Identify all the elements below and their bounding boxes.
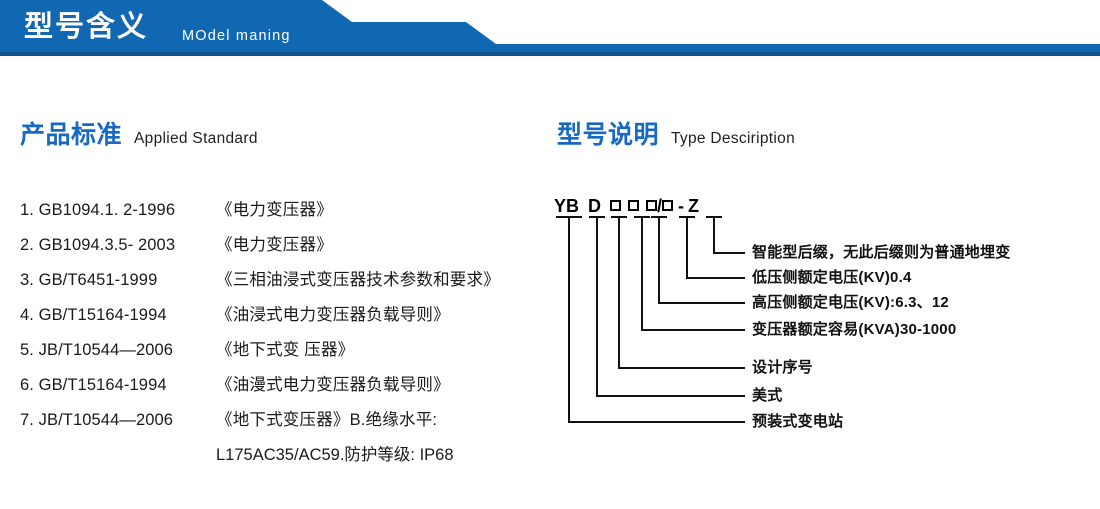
standard-code: 4. GB/T15164-1994 [20,306,167,324]
standard-code: 2. GB1094.3.5- 2003 [20,236,176,254]
code-part-box-2 [628,200,640,211]
type-callout-label: 美式 [752,387,783,404]
leader-box-3 [658,217,745,304]
leader-yb [568,217,745,423]
type-code-string: YB D /-Z [554,195,699,217]
standards-list-item: 7. JB/T10544—2006 《地下式变压器》B.绝缘水平: [20,406,550,441]
type-callout-label: 变压器额定容易(KVA)30-1000 [752,321,957,338]
banner-fill [0,0,1100,52]
leader-box-4 [686,217,745,279]
code-part-box-3 [646,200,658,211]
code-part-z: Z [688,196,700,216]
standards-heading-en: Applied Standard [134,130,258,147]
standards-list: 1. GB1094.1. 2-1996 《电力变压器》 2. GB1094.3.… [20,196,550,476]
header-banner-shape [0,0,1100,56]
standards-list-item: 2. GB1094.3.5- 2003 《电力变压器》 [20,231,550,266]
standard-name: 《电力变压器》 [216,236,333,254]
type-callout-label: 智能型后缀，无此后缀则为普通地埋变 [752,244,1011,261]
code-part-yb: YB [554,196,580,216]
type-heading-en: Type Desciription [671,130,795,147]
standard-name: 《地下式变 压器》 [216,341,355,359]
standard-continuation-line: L175AC35/AC59.防护等级: IP68 [216,446,454,464]
type-section-heading: 型号说明 Type Desciription [557,120,795,154]
type-callout-label: 设计序号 [752,359,813,376]
standard-name: 《地下式变压器》B.绝缘水平: [216,411,438,429]
leader-d [596,217,745,397]
leader-z [713,217,745,254]
banner-bottom-rule [0,52,1100,56]
standard-code: 5. JB/T10544—2006 [20,341,174,359]
standards-list-item: 4. GB/T15164-1994 《油浸式电力变压器负载导则》 [20,301,550,336]
code-part-dash: - [678,196,685,216]
standard-name: 《油浸式电力变压器负载导则》 [216,306,450,324]
type-callout-label: 低压侧额定电压(KV)0.4 [752,269,912,286]
standard-code: 3. GB/T6451-1999 [20,271,158,289]
code-part-box-1 [610,200,622,211]
header-title-en: MOdel maning [182,28,291,44]
standard-name: 《三相油浸式变压器技术参数和要求》 [216,271,500,289]
header-title-cn: 型号含义 [24,11,149,43]
code-part-d: D [588,196,602,216]
standards-list-item: 5. JB/T10544—2006 《地下式变 压器》 [20,336,550,371]
standards-list-item: 6. GB/T15164-1994 《油漫式电力变压器负载导则》 [20,371,550,406]
leader-box-1 [618,217,745,369]
type-callout-label: 高压侧额定电压(KV):6.3、12 [752,294,949,311]
code-part-box-4 [662,200,674,211]
standard-code: 7. JB/T10544—2006 [20,411,174,429]
type-callout-label: 预装式变电站 [752,413,844,430]
standard-name: 《电力变压器》 [216,201,333,219]
standard-code: 1. GB1094.1. 2-1996 [20,201,176,219]
leader-box-2 [641,217,745,331]
standards-list-item: 3. GB/T6451-1999 《三相油浸式变压器技术参数和要求》 [20,266,550,301]
standards-heading-cn: 产品标准 [20,121,123,149]
leader-lines [556,216,745,423]
standard-name: 《油漫式电力变压器负载导则》 [216,376,450,394]
standards-list-item: 1. GB1094.1. 2-1996 《电力变压器》 [20,196,550,231]
type-heading-cn: 型号说明 [557,121,660,149]
page-header-banner: 型号含义 MOdel maning [0,0,1100,56]
standard-code: 6. GB/T15164-1994 [20,376,167,394]
code-part-slash: / [657,196,663,216]
standards-section-heading: 产品标准 Applied Standard [20,120,258,154]
